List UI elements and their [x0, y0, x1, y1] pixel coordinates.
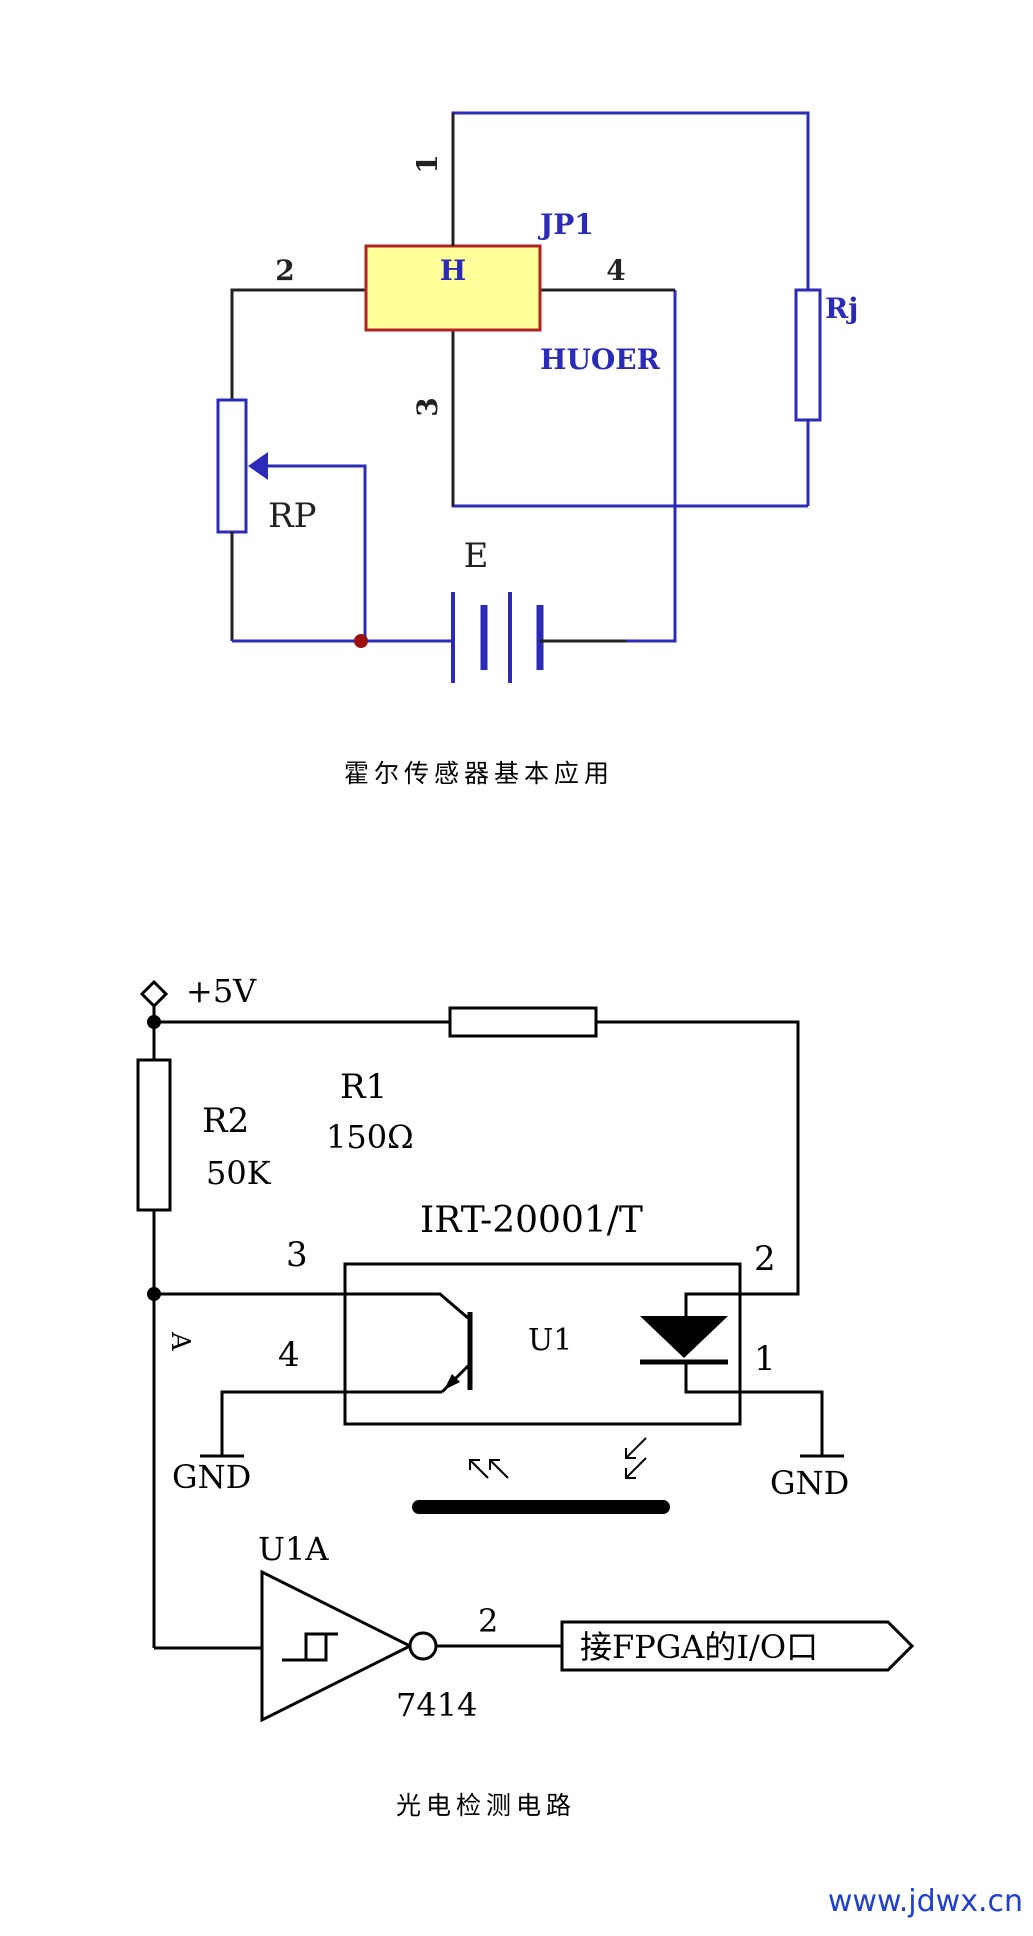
- inverter-bubble: [408, 1631, 438, 1661]
- pin3-label: 3: [411, 397, 444, 416]
- wire-pin4-loop: [626, 290, 677, 643]
- jp1-label: JP1: [537, 208, 594, 241]
- output-port: [560, 1620, 915, 1672]
- huoer-label: HUOER: [540, 343, 661, 376]
- pin2-label: 2: [754, 1239, 776, 1279]
- ic-label: IRT-20001/T: [420, 1200, 643, 1241]
- pin4-label: 4: [606, 254, 625, 287]
- pin4-label: 4: [278, 1335, 300, 1375]
- hall-element: [364, 244, 542, 332]
- wire-wiper: [268, 464, 367, 641]
- light-arrows-right-icon: [625, 1437, 647, 1479]
- resistor-r1: [448, 1006, 598, 1038]
- resistor-r2: [136, 1058, 172, 1212]
- supply-label: +5V: [186, 972, 257, 1010]
- wire-top-right: [596, 1020, 800, 1296]
- gnd-right-label: GND: [770, 1464, 849, 1502]
- wire-cathode-gnd: [684, 1362, 824, 1456]
- photoelectric-circuit: +5V R1 150Ω R2 50K IRT-20001/T U1 3 4 2 …: [136, 972, 915, 1724]
- reflector-bar: [412, 1500, 670, 1514]
- schmitt-symbol-icon-2: [294, 1634, 328, 1662]
- wiper-arrow-icon: [248, 452, 268, 480]
- wire-pin2: [230, 288, 366, 400]
- resistor-rj: [794, 288, 822, 422]
- wire-anode: [684, 1292, 740, 1316]
- potentiometer-rp: [216, 398, 248, 534]
- u1-label: U1: [528, 1323, 572, 1358]
- gate-pin-label: 2: [478, 1602, 498, 1640]
- caption-hall-sensor: 霍尔传感器基本应用: [344, 759, 615, 788]
- node-a-label: A: [165, 1331, 195, 1352]
- gate-part-label: 7414: [396, 1686, 477, 1724]
- junction-dot: [354, 634, 368, 648]
- inverter-gate: [260, 1569, 414, 1723]
- pin2-label: 2: [275, 254, 294, 287]
- wire-top-loop: [451, 111, 810, 245]
- output-label: 接FPGA的I/O口: [580, 1628, 818, 1666]
- wire-collector: [154, 1292, 469, 1320]
- optocoupler-box: [343, 1262, 742, 1426]
- gnd-left-label: GND: [172, 1458, 251, 1496]
- r1-name: R1: [340, 1067, 387, 1107]
- light-arrows-left-icon: [469, 1459, 509, 1479]
- battery-label: E: [464, 536, 489, 576]
- rp-label: RP: [268, 496, 316, 536]
- pin1-label: 1: [411, 154, 444, 173]
- pin3-label: 3: [286, 1235, 308, 1275]
- r1-value: 150Ω: [326, 1118, 414, 1156]
- rj-label: Rj: [825, 292, 858, 325]
- supply-terminal-icon: [139, 979, 169, 1009]
- gate-label: U1A: [258, 1530, 329, 1568]
- r2-value: 50K: [206, 1154, 272, 1192]
- caption-photoelectric: 光电检测电路: [396, 1791, 577, 1820]
- watermark: www.jdwx.cn: [827, 1884, 1023, 1919]
- led-diode-icon: [640, 1316, 728, 1358]
- hall-sensor-circuit: H JP1 HUOER 1 2 3 4 Rj RP E: [216, 111, 858, 683]
- wire-emitter-gnd: [220, 1390, 442, 1456]
- r2-name: R2: [202, 1101, 249, 1141]
- pin1-label: 1: [754, 1339, 776, 1379]
- emitter-arrow-icon: [444, 1374, 460, 1390]
- hall-label: H: [440, 254, 466, 287]
